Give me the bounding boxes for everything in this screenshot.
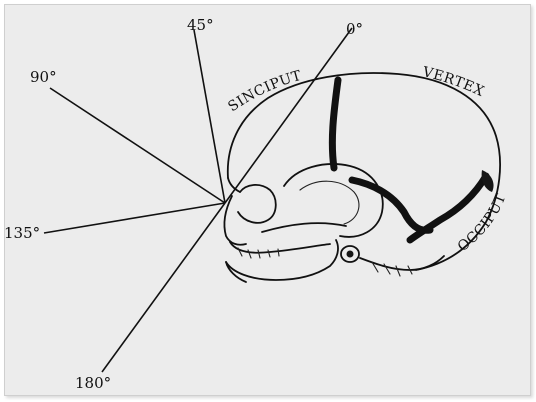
label-45-deg: 45° — [187, 16, 214, 34]
coronal-suture — [332, 80, 338, 168]
skull-drawing — [224, 73, 500, 282]
ray-180-deg — [102, 203, 225, 372]
angle-labels: 0° 45° 90° 135° 180° — [4, 16, 363, 392]
ray-90-deg — [50, 88, 225, 203]
label-vertex: VERTEX — [420, 64, 487, 100]
nasal-region — [224, 196, 246, 245]
label-90-deg: 90° — [30, 68, 57, 86]
zygomatic-arch — [262, 223, 346, 232]
label-180-deg: 180° — [75, 374, 111, 392]
ray-45-deg — [194, 30, 225, 203]
ray-135-deg — [44, 203, 225, 233]
label-sinciput: SINCIPUT — [225, 68, 303, 116]
region-labels: SINCIPUT VERTEX OCCIPUT — [225, 64, 509, 255]
temporal-fossa — [284, 164, 383, 237]
angle-rays — [44, 28, 352, 372]
teeth-line — [238, 248, 279, 258]
orbit — [238, 185, 276, 223]
label-0-deg: 0° — [346, 20, 363, 38]
temporal-curve — [300, 181, 359, 224]
squamosal-suture — [352, 180, 430, 230]
label-135-deg: 135° — [4, 224, 40, 242]
ear-canal — [347, 251, 354, 258]
